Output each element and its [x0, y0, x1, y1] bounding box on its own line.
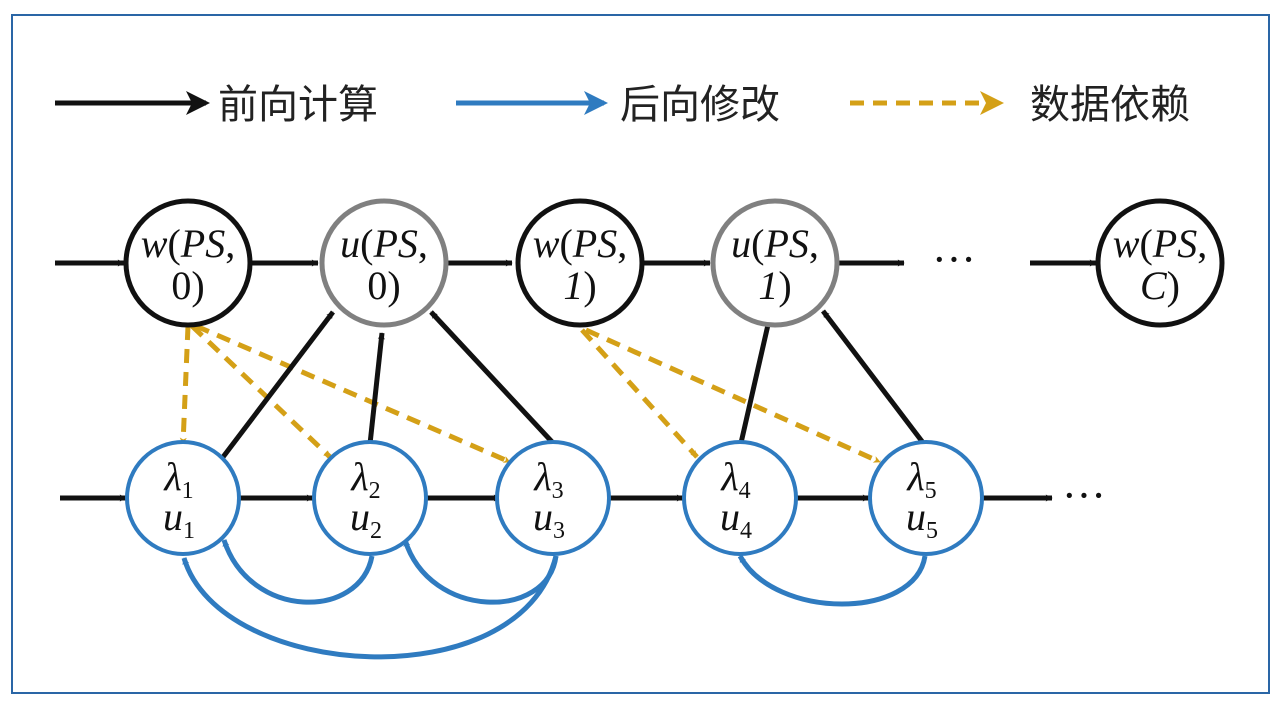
ps-node-1: u(PS,0) — [319, 198, 449, 328]
ps-node-circle — [1095, 198, 1225, 328]
dep-arrow-w0-to-2 — [190, 324, 332, 459]
legend-forward: 前向计算 — [55, 82, 378, 128]
worker-lambda: λ3 — [533, 454, 563, 504]
back-arrow-5-4 — [737, 554, 928, 607]
worker-u: u3 — [533, 494, 565, 544]
ellipsis-top: ··· — [932, 235, 976, 284]
forward-arrows-up — [218, 309, 926, 463]
ps-node-line2: 0) — [171, 263, 204, 308]
ps-node-0: w(PS,0) — [123, 198, 253, 328]
up-arrow-5-u1 — [821, 309, 926, 446]
ps-node-line2: 1) — [563, 263, 596, 308]
dep-arrow-w1-to-5 — [584, 327, 882, 465]
worker-lambda: λ5 — [906, 454, 936, 504]
legend-backward-label: 后向修改 — [620, 82, 780, 128]
back-arrow-3-1 — [181, 555, 559, 660]
ps-node-circle — [123, 198, 253, 328]
up-arrow-1-u0 — [218, 310, 335, 463]
worker-u: u5 — [906, 494, 938, 544]
legend-dependency-label: 数据依赖 — [1030, 82, 1190, 128]
ps-node-line1: w(PS, — [141, 221, 235, 266]
ps-node-line2: C) — [1140, 263, 1180, 308]
dep-arrow-w0-to-1 — [179, 325, 191, 445]
legend-backward: 后向修改 — [456, 82, 780, 128]
ps-node-4: w(PS,C) — [1095, 198, 1225, 328]
dep-arrow-w1-to-4 — [580, 328, 699, 459]
worker-lambda: λ1 — [163, 454, 193, 504]
ps-node-circle — [319, 198, 449, 328]
ps-node-line1: w(PS, — [1113, 221, 1207, 266]
worker-u: u4 — [720, 494, 752, 544]
worker-node-circle — [312, 440, 428, 556]
ps-node-2: w(PS,1) — [515, 198, 645, 328]
diagram-frame — [11, 14, 1270, 694]
ps-node-circle — [710, 198, 840, 328]
up-arrow-2-u0 — [367, 332, 385, 445]
ps-node-line2: 1) — [758, 263, 791, 308]
dep-arrow-w0-to-3 — [195, 323, 511, 465]
legend-forward-label: 前向计算 — [218, 82, 378, 128]
ps-node-3: u(PS,1) — [710, 198, 840, 328]
ps-node-line1: u(PS, — [731, 221, 819, 266]
worker-node-circle — [125, 440, 241, 556]
ps-node-line2: 0) — [367, 263, 400, 308]
back-arrow-2-1 — [221, 539, 375, 605]
ps-node-circle — [515, 198, 645, 328]
legend-dependency: 数据依赖 — [850, 82, 1190, 128]
worker-lambda: λ4 — [720, 454, 750, 504]
ps-nodes: w(PS,0)u(PS,0)w(PS,1)u(PS,1)w(PS,C) — [123, 198, 1225, 328]
up-arrow-4-u1 — [738, 315, 773, 444]
legend: 前向计算 后向修改 数据依赖 — [55, 82, 1190, 128]
worker-lambda: λ2 — [350, 454, 380, 504]
ps-node-line1: w(PS, — [533, 221, 627, 266]
up-arrow-3-u0 — [429, 310, 556, 446]
ps-node-line1: u(PS, — [340, 221, 428, 266]
dependency-arrows — [179, 323, 882, 465]
ellipsis-bottom: ··· — [1062, 471, 1106, 520]
worker-node-circle — [495, 440, 611, 556]
worker-u: u1 — [163, 494, 195, 544]
worker-u: u2 — [350, 494, 382, 544]
legend-dependency-arrowhead — [980, 91, 1004, 115]
legend-forward-arrowhead — [186, 91, 210, 115]
worker-node-circle — [868, 440, 984, 556]
legend-backward-arrowhead — [584, 91, 608, 115]
worker-node-circle — [682, 440, 798, 556]
backward-arrows — [181, 539, 928, 660]
